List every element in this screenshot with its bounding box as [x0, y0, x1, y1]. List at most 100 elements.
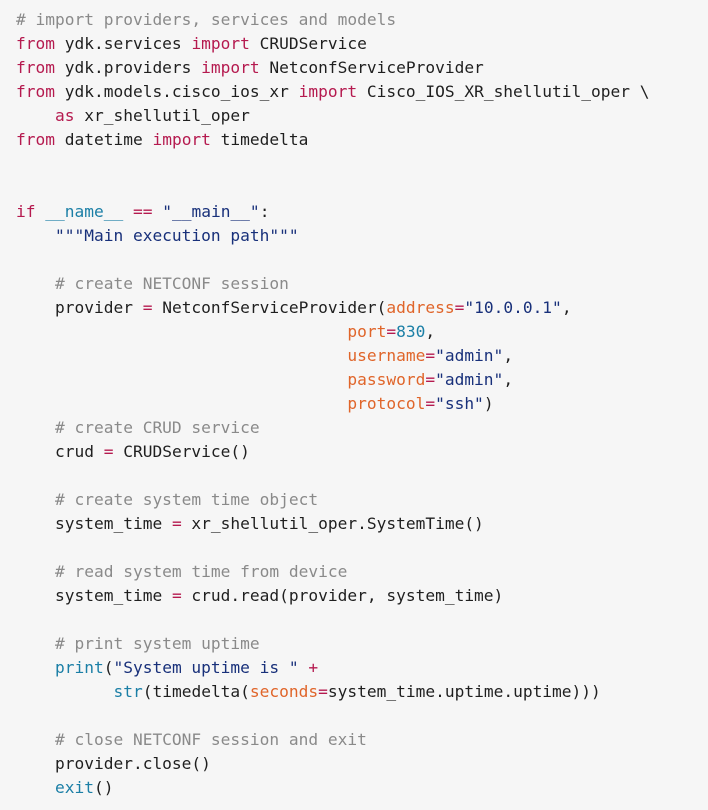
- code-line: provider = NetconfServiceProvider(addres…: [16, 296, 708, 320]
- code-line: port=830,: [16, 320, 708, 344]
- text-token: ): [483, 394, 494, 413]
- code-line: username="admin",: [16, 344, 708, 368]
- code-line: crud = CRUDService(): [16, 440, 708, 464]
- code-line: provider.close(): [16, 752, 708, 776]
- operator-token: ==: [132, 202, 153, 221]
- text-token: ,: [425, 322, 436, 341]
- code-line: """Main execution path""": [16, 224, 708, 248]
- operator-token: =: [171, 586, 182, 605]
- code-line: [16, 176, 708, 200]
- text-token: [16, 106, 55, 125]
- text-token: [299, 658, 309, 677]
- comment-token: # print system uptime: [54, 634, 260, 653]
- text-token: [16, 682, 113, 701]
- keyword-token: import: [191, 34, 250, 53]
- code-line: print("System uptime is " +: [16, 656, 708, 680]
- operator-token: =: [425, 394, 436, 413]
- code-line: [16, 536, 708, 560]
- keyword-token: from: [16, 130, 55, 149]
- code-line: password="admin",: [16, 368, 708, 392]
- comment-token: # create system time object: [54, 490, 319, 509]
- keyword-token: import: [201, 58, 260, 77]
- operator-token: =: [425, 346, 436, 365]
- builtin-token: 830: [396, 322, 426, 341]
- code-line: [16, 704, 708, 728]
- keyword-token: as: [54, 106, 75, 125]
- parameter-token: seconds: [249, 682, 319, 701]
- text-token: ydk.services: [54, 34, 192, 53]
- code-line: from datetime import timedelta: [16, 128, 708, 152]
- comment-token: # close NETCONF session and exit: [54, 730, 367, 749]
- text-token: [16, 418, 55, 437]
- text-token: xr_shellutil_oper: [74, 106, 250, 125]
- text-token: [16, 562, 55, 581]
- text-token: (timedelta(: [142, 682, 250, 701]
- keyword-token: import: [152, 130, 211, 149]
- operator-token: +: [308, 658, 319, 677]
- code-line: protocol="ssh"): [16, 392, 708, 416]
- code-line: exit(): [16, 776, 708, 800]
- operator-token: =: [386, 322, 397, 341]
- code-line: # read system time from device: [16, 560, 708, 584]
- operator-token: =: [103, 442, 114, 461]
- code-line: as xr_shellutil_oper: [16, 104, 708, 128]
- text-token: system_time: [16, 514, 172, 533]
- text-token: timedelta: [210, 130, 309, 149]
- text-token: CRUDService: [249, 34, 367, 53]
- text-token: provider.close(): [16, 754, 211, 773]
- operator-token: =: [318, 682, 328, 701]
- text-token: [16, 394, 347, 413]
- builtin-token: print: [54, 658, 104, 677]
- code-line: if __name__ == "__main__":: [16, 200, 708, 224]
- comment-token: # import providers, services and models: [16, 10, 397, 29]
- operator-token: =: [425, 370, 436, 389]
- text-token: [16, 490, 55, 509]
- text-token: NetconfServiceProvider: [259, 58, 484, 77]
- parameter-token: port: [347, 322, 387, 341]
- parameter-token: password: [347, 370, 426, 389]
- code-line: [16, 608, 708, 632]
- builtin-token: str: [113, 682, 143, 701]
- text-token: ydk.providers: [54, 58, 202, 77]
- text-token: [16, 322, 347, 341]
- comment-token: # create CRUD service: [54, 418, 260, 437]
- code-line: system_time = crud.read(provider, system…: [16, 584, 708, 608]
- text-token: :: [259, 202, 270, 221]
- operator-token: =: [171, 514, 182, 533]
- text-token: [36, 202, 46, 221]
- builtin-token: exit: [54, 778, 94, 797]
- string-token: "__main__": [162, 202, 260, 221]
- text-token: ,: [503, 346, 514, 365]
- text-token: crud.read(provider, system_time): [181, 586, 504, 605]
- keyword-token: from: [16, 34, 55, 53]
- code-line: # print system uptime: [16, 632, 708, 656]
- code-line: str(timedelta(seconds=system_time.uptime…: [16, 680, 708, 704]
- code-line: [16, 248, 708, 272]
- keyword-token: from: [16, 58, 55, 77]
- text-token: [16, 730, 55, 749]
- code-line: # import providers, services and models: [16, 8, 708, 32]
- operator-token: =: [142, 298, 153, 317]
- text-token: [16, 778, 55, 797]
- text-token: Cisco_IOS_XR_shellutil_oper \: [357, 82, 650, 101]
- string-token: "admin": [435, 370, 504, 389]
- code-line: # close NETCONF session and exit: [16, 728, 708, 752]
- code-line: from ydk.providers import NetconfService…: [16, 56, 708, 80]
- text-token: (: [103, 658, 114, 677]
- text-token: system_time: [16, 586, 172, 605]
- text-token: xr_shellutil_oper.SystemTime(): [181, 514, 484, 533]
- text-token: [16, 634, 55, 653]
- text-token: datetime: [54, 130, 153, 149]
- text-token: NetconfServiceProvider(: [152, 298, 387, 317]
- code-line: # create NETCONF session: [16, 272, 708, 296]
- string-token: "System uptime is ": [113, 658, 299, 677]
- text-token: system_time.uptime.uptime))): [327, 682, 601, 701]
- string-token: "ssh": [435, 394, 484, 413]
- text-token: ,: [503, 370, 514, 389]
- text-token: ,: [561, 298, 572, 317]
- text-token: [16, 658, 55, 677]
- keyword-token: from: [16, 82, 55, 101]
- text-token: crud: [16, 442, 104, 461]
- text-token: (): [93, 778, 114, 797]
